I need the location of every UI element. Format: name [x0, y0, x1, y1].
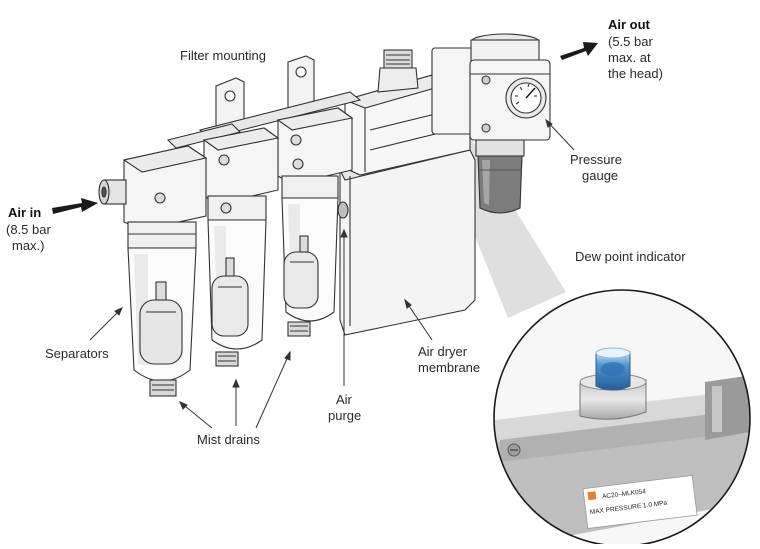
label-pressure-gauge-line1: Pressure — [570, 152, 623, 167]
label-mist-drains: Mist drains — [197, 432, 260, 447]
air-in-arrow — [52, 198, 98, 214]
label-dew-point-indicator: Dew point indicator — [575, 249, 686, 264]
label-air-in-line2: max.) — [12, 238, 45, 253]
pressure-gauge — [505, 77, 547, 119]
label-air-out-line1: (5.5 bar — [608, 34, 653, 49]
separator-3 — [276, 107, 354, 337]
label-separators: Separators — [45, 346, 109, 361]
label-pressure-gauge-line2: gauge — [582, 168, 619, 183]
dew-point-inset: AC20–MLK054 MAX PRESSURE 1.0 MPa — [493, 289, 751, 547]
label-air-dryer-line1: Air dryer — [418, 344, 468, 359]
label-air-purge-line2: purge — [328, 408, 362, 423]
label-air-out-title: Air out — [608, 17, 650, 32]
label-air-out-line3: the head) — [608, 66, 663, 81]
label-air-dryer-line2: membrane — [418, 360, 481, 375]
label-air-purge-line1: Air — [336, 392, 352, 407]
regulator — [431, 33, 551, 214]
air-out-arrow — [560, 42, 598, 60]
label-filter-mounting: Filter mounting — [180, 48, 266, 63]
filter-mounting-brackets — [166, 55, 362, 149]
separator-2 — [202, 127, 280, 367]
separator-1 — [98, 145, 208, 397]
leader-lines — [89, 118, 575, 429]
label-air-out-line2: max. at — [608, 50, 651, 65]
label-air-in-title: Air in — [8, 205, 42, 220]
label-air-in-line1: (8.5 bar — [6, 222, 51, 237]
air-dryer-unit — [337, 49, 476, 336]
